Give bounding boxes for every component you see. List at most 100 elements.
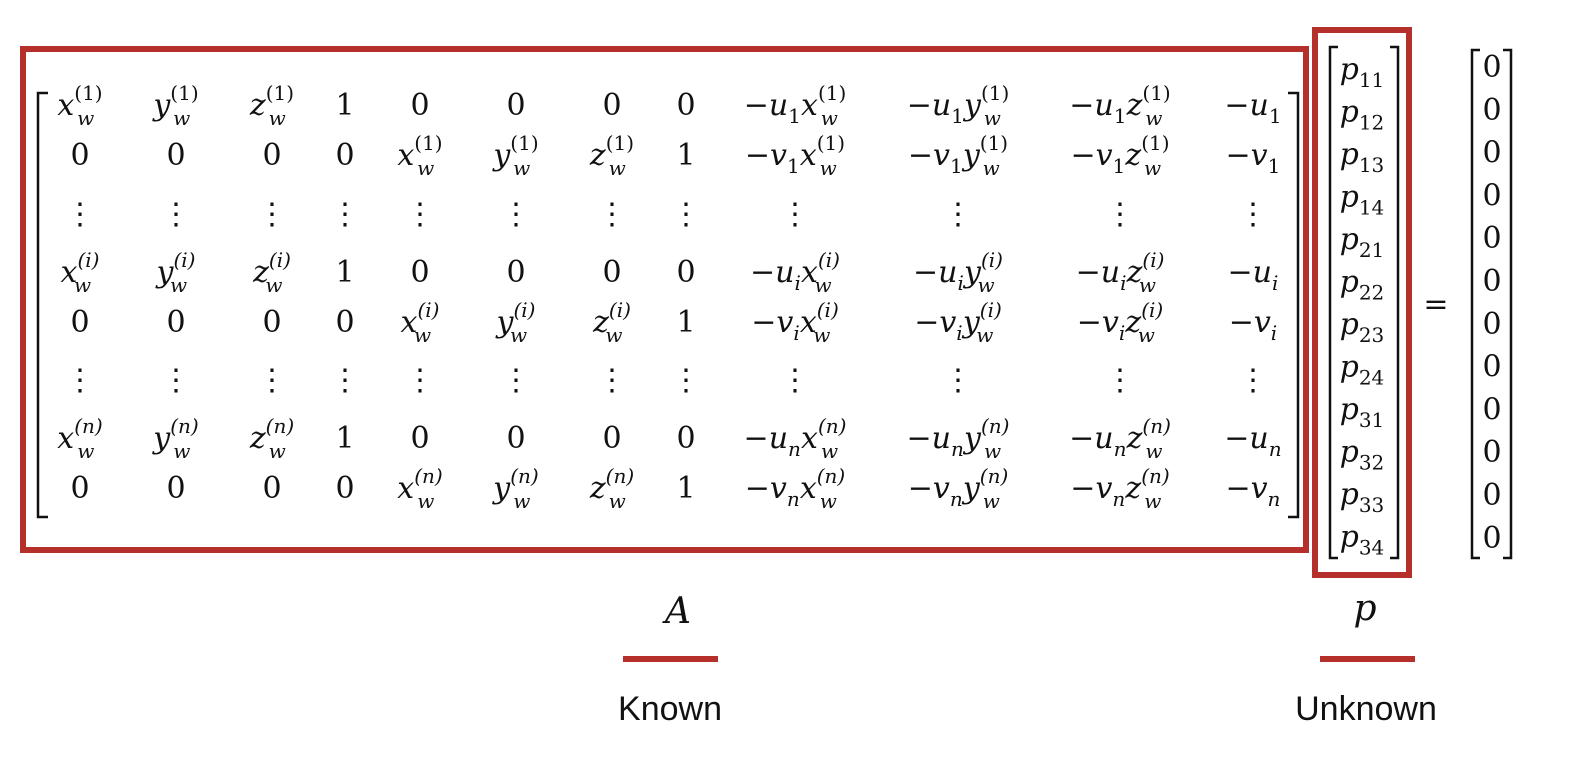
matrix-a-cell-r6-c5: ⋮: [405, 363, 435, 398]
matrix-a-cell-r4-c6: 0: [506, 255, 525, 290]
matrix-a-cell-r6-c3: ⋮: [257, 363, 287, 398]
matrix-a-cell-r6-c1: ⋮: [65, 363, 95, 398]
matrix-a-cell-r3-c9: ⋮: [780, 197, 810, 232]
matrix-a-cell-r8-c1: 0: [70, 471, 89, 506]
matrix-a-cell-r8-c6: y(n)w: [491, 464, 538, 513]
matrix-a-cell-r2-c2: 0: [166, 138, 185, 173]
vector-p-right-bracket: [1390, 45, 1400, 560]
zero-vector-left-bracket: [1470, 48, 1480, 560]
matrix-a-cell-r3-c7: ⋮: [597, 197, 627, 232]
matrix-a-symbol: A: [662, 591, 691, 632]
vector-p-entry-1: p11: [1340, 52, 1385, 92]
vector-p-entry-8: p24: [1340, 350, 1385, 390]
zero-vector-entry-6: 0: [1482, 264, 1501, 299]
matrix-a-cell-r2-c7: z(1)w: [589, 131, 634, 180]
matrix-a-cell-r8-c5: x(n)w: [397, 464, 442, 513]
zero-vector-entry-10: 0: [1482, 435, 1501, 470]
matrix-a-cell-r6-c11: ⋮: [1105, 363, 1135, 398]
matrix-a-cell-r7-c2: y(n)w: [151, 414, 198, 463]
matrix-a-cell-r1-c12: −u1: [1224, 88, 1281, 128]
matrix-a-cell-r4-c7: 0: [602, 255, 621, 290]
matrix-a-cell-r7-c4: 1: [335, 421, 354, 456]
matrix-a-left-bracket: [36, 91, 48, 519]
matrix-a-cell-r6-c9: ⋮: [780, 363, 810, 398]
matrix-a-cell-r5-c8: 1: [676, 305, 695, 340]
zero-vector-entry-1: 0: [1482, 50, 1501, 85]
matrix-a-cell-r6-c6: ⋮: [501, 363, 531, 398]
zero-vector-entry-8: 0: [1482, 350, 1501, 385]
matrix-a-cell-r8-c10: −vn y(n)w: [908, 464, 1009, 513]
matrix-a-cell-r1-c2: y(1)w: [151, 81, 198, 130]
matrix-a-cell-r5-c2: 0: [166, 305, 185, 340]
matrix-a-cell-r3-c10: ⋮: [943, 197, 973, 232]
zero-vector-entry-3: 0: [1482, 136, 1501, 171]
matrix-a-cell-r8-c8: 1: [676, 471, 695, 506]
matrix-a-cell-r4-c4: 1: [335, 255, 354, 290]
equals-sign: =: [1423, 287, 1448, 322]
vector-p-entry-6: p22: [1340, 265, 1385, 305]
matrix-a-cell-r4-c10: −ui y(i)w: [913, 248, 1003, 297]
matrix-a-cell-r5-c6: y(i)w: [495, 298, 536, 347]
matrix-a-cell-r5-c5: x(i)w: [401, 298, 440, 347]
matrix-a-cell-r3-c4: ⋮: [330, 197, 360, 232]
matrix-a-cell-r8-c3: 0: [262, 471, 281, 506]
vector-p-left-bracket: [1328, 45, 1338, 560]
matrix-a-cell-r5-c4: 0: [335, 305, 354, 340]
matrix-a-cell-r2-c4: 0: [335, 138, 354, 173]
matrix-a-cell-r7-c7: 0: [602, 421, 621, 456]
vector-p-entry-10: p32: [1340, 435, 1385, 475]
matrix-a-cell-r8-c4: 0: [335, 471, 354, 506]
matrix-a-cell-r1-c5: 0: [410, 88, 429, 123]
matrix-a-cell-r7-c12: −un: [1224, 421, 1281, 461]
matrix-a-cell-r6-c12: ⋮: [1238, 363, 1268, 398]
vector-p-entry-9: p31: [1340, 392, 1385, 432]
vector-p-underline: [1320, 656, 1415, 662]
matrix-a-cell-r2-c9: −v1 x(1)w: [745, 131, 845, 180]
matrix-a-cell-r3-c12: ⋮: [1238, 197, 1268, 232]
matrix-a-cell-r1-c3: z(1)w: [249, 81, 294, 130]
matrix-a-cell-r7-c3: z(n)w: [249, 414, 294, 463]
matrix-a-cell-r8-c11: −vn z(n)w: [1070, 464, 1169, 513]
matrix-a-cell-r4-c9: −ui x(i)w: [750, 248, 840, 297]
vector-p-symbol: p: [1353, 588, 1376, 629]
unknown-caption: Unknown: [1295, 690, 1437, 728]
vector-p-entry-5: p21: [1340, 222, 1385, 262]
matrix-a-cell-r1-c8: 0: [676, 88, 695, 123]
matrix-a-right-bracket: [1288, 91, 1300, 519]
matrix-a-cell-r4-c1: x(i)w: [61, 248, 100, 297]
matrix-a-cell-r2-c1: 0: [70, 138, 89, 173]
vector-p-entry-12: p34: [1340, 520, 1385, 560]
matrix-a-cell-r5-c3: 0: [262, 305, 281, 340]
matrix-a-cell-r4-c12: −ui: [1228, 255, 1279, 295]
matrix-a-cell-r2-c11: −v1 z(1)w: [1070, 131, 1169, 180]
matrix-a-cell-r6-c7: ⋮: [597, 363, 627, 398]
matrix-a-cell-r5-c7: z(i)w: [592, 298, 631, 347]
matrix-a-cell-r1-c10: −u1 y(1)w: [907, 81, 1010, 130]
known-caption: Known: [618, 690, 722, 728]
zero-vector-entry-5: 0: [1482, 221, 1501, 256]
matrix-a-cell-r3-c2: ⋮: [161, 197, 191, 232]
matrix-a-cell-r5-c10: −vi y(i)w: [914, 298, 1002, 347]
matrix-a-cell-r3-c6: ⋮: [501, 197, 531, 232]
matrix-a-cell-r7-c9: −un x(n)w: [744, 414, 847, 463]
zero-vector-entry-7: 0: [1482, 307, 1501, 342]
matrix-a-cell-r3-c3: ⋮: [257, 197, 287, 232]
zero-vector-entry-4: 0: [1482, 178, 1501, 213]
vector-p-entry-7: p23: [1340, 307, 1385, 347]
matrix-a-cell-r4-c5: 0: [410, 255, 429, 290]
matrix-a-cell-r1-c7: 0: [602, 88, 621, 123]
matrix-a-cell-r7-c6: 0: [506, 421, 525, 456]
vector-p-entry-4: p14: [1340, 180, 1385, 220]
matrix-a-cell-r3-c11: ⋮: [1105, 197, 1135, 232]
matrix-a-cell-r7-c1: x(n)w: [57, 414, 102, 463]
matrix-a-cell-r7-c8: 0: [676, 421, 695, 456]
matrix-a-cell-r2-c6: y(1)w: [491, 131, 538, 180]
matrix-a-cell-r4-c2: y(i)w: [155, 248, 196, 297]
matrix-a-highlight-box: [20, 46, 1309, 553]
zero-vector-entry-12: 0: [1482, 521, 1501, 556]
matrix-a-cell-r1-c6: 0: [506, 88, 525, 123]
matrix-a-cell-r8-c9: −vn x(n)w: [745, 464, 846, 513]
